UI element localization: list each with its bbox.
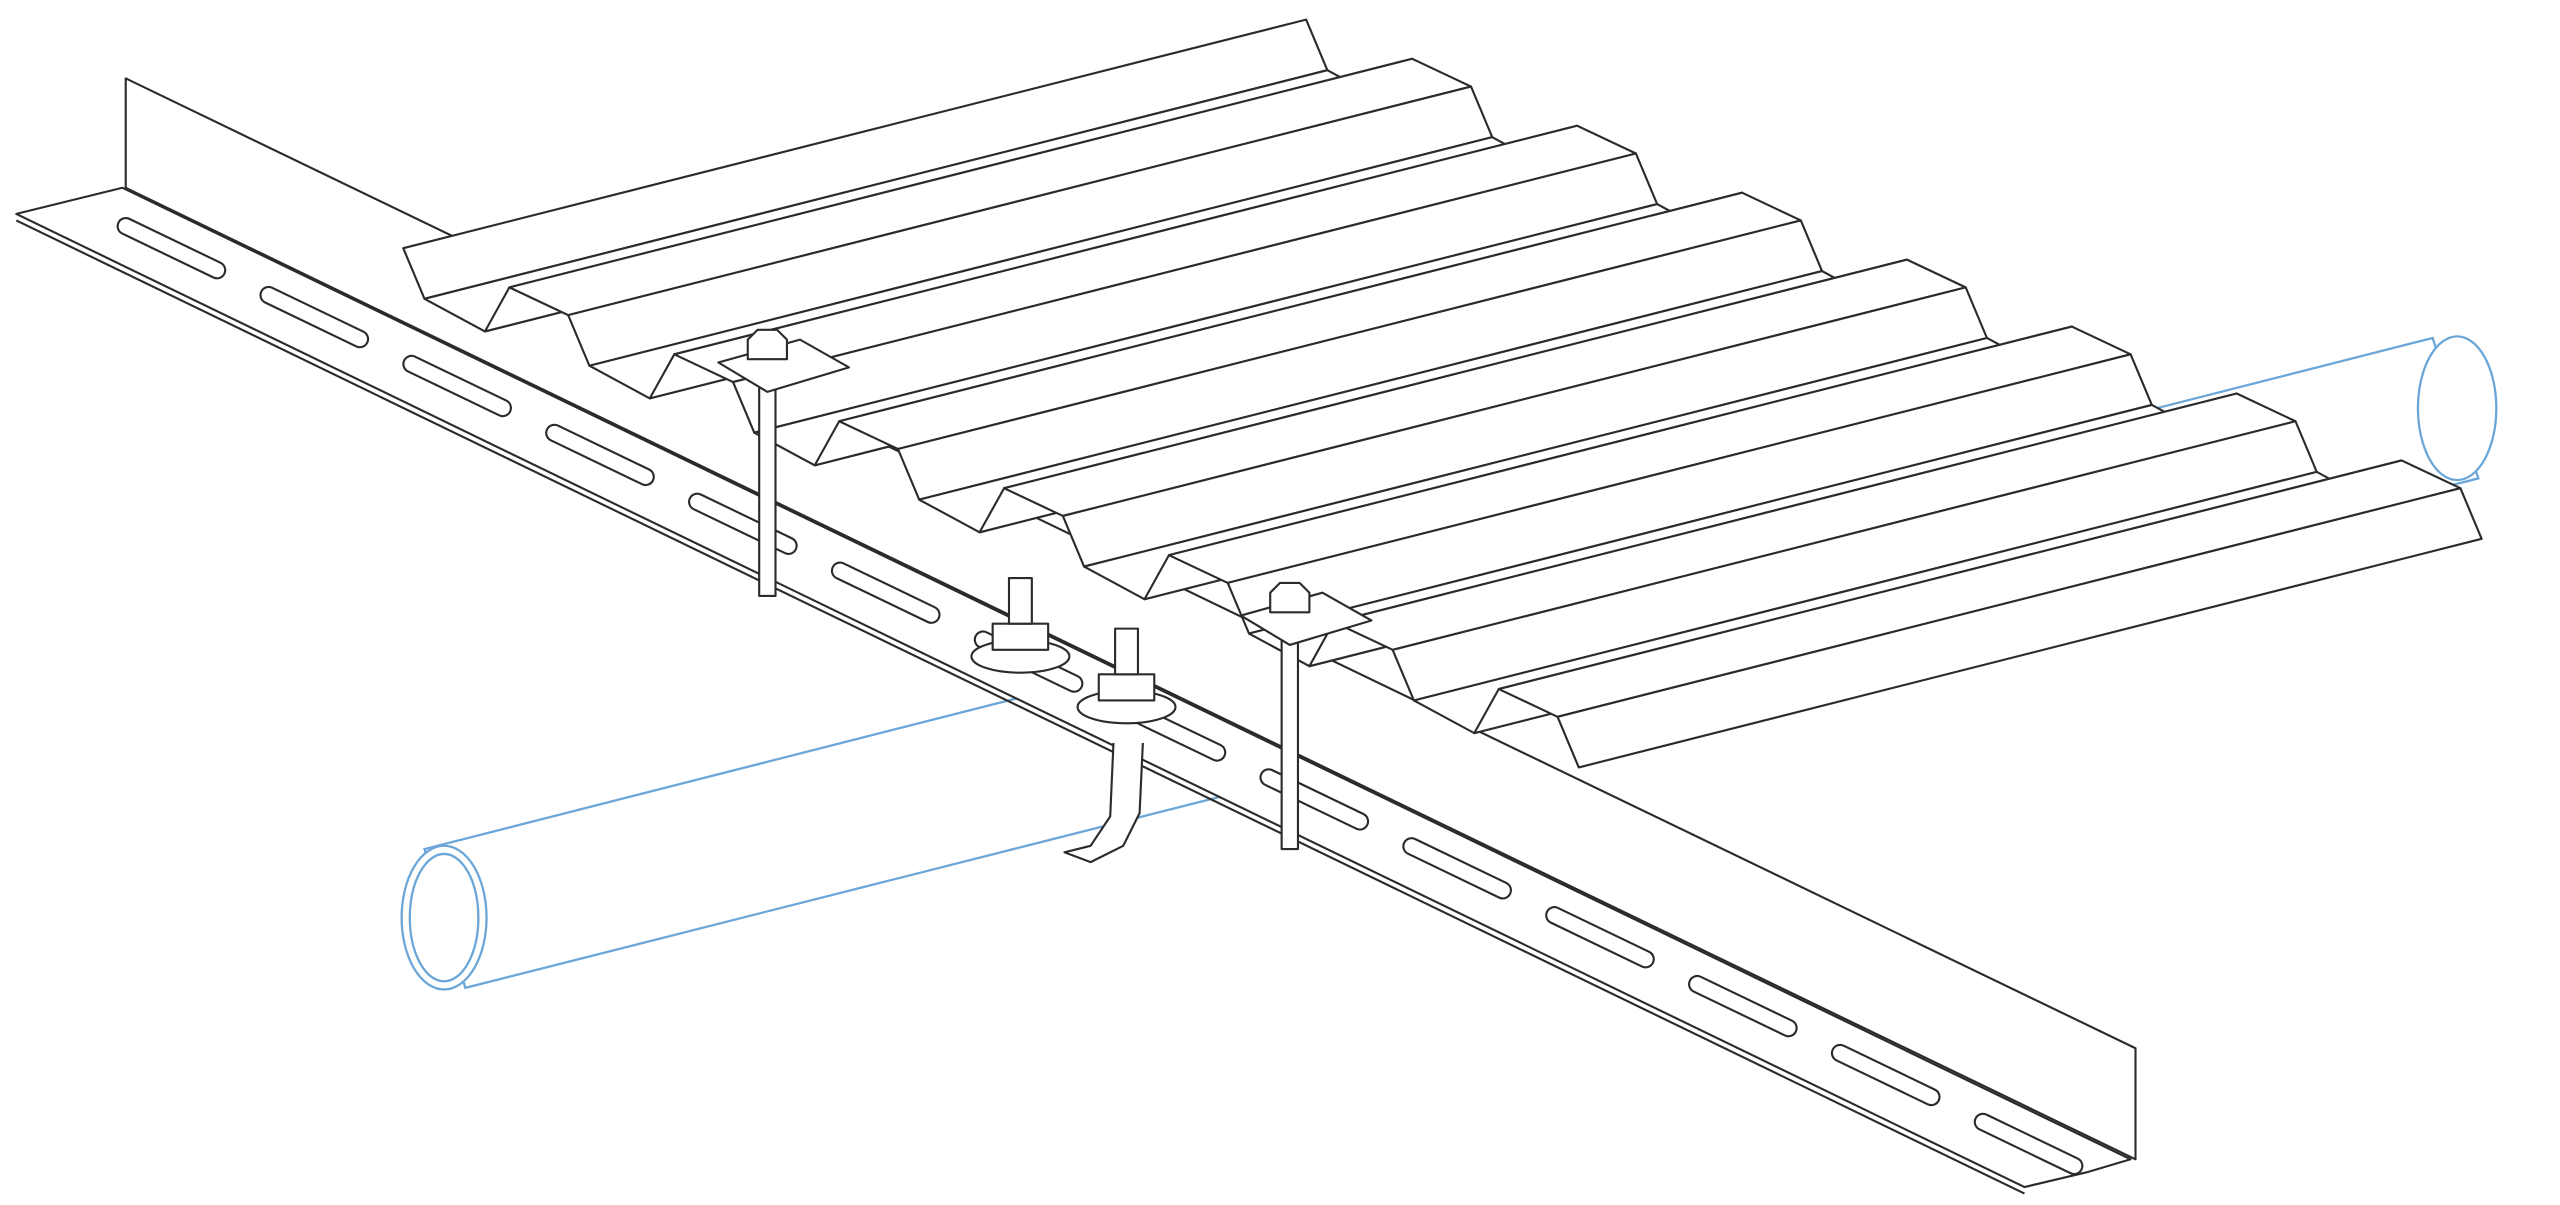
slot <box>259 285 370 349</box>
slot <box>402 354 512 418</box>
u-bolt-clamp <box>1063 742 1144 864</box>
bolt-right-hex-nut <box>1269 581 1311 614</box>
bracket-flange-edge <box>15 219 2025 1195</box>
slot <box>1830 1043 1941 1107</box>
u-bolt <box>1063 742 1144 864</box>
sheet-facet <box>1556 487 2483 769</box>
bolt-left-shank <box>758 374 777 598</box>
slot <box>545 423 655 487</box>
clamp-left-stud <box>1007 576 1033 625</box>
clamp-right-stud <box>1114 627 1140 676</box>
slot <box>116 217 227 280</box>
slot <box>1688 974 1798 1038</box>
slot <box>1973 1112 2084 1176</box>
slot <box>1402 837 1512 900</box>
slot <box>830 561 941 624</box>
corrugated-sheet <box>402 18 2483 769</box>
bolt-left-hex-nut <box>746 328 788 361</box>
pipe-end-right <box>2416 335 2498 482</box>
slot <box>1545 906 1655 969</box>
clamp-right-nut <box>1097 673 1156 702</box>
hook-bolts <box>717 328 1373 851</box>
clamp-left-nut <box>991 622 1050 651</box>
pipe-end-left-inner <box>408 852 480 983</box>
bolt-right-shank <box>1280 627 1300 851</box>
